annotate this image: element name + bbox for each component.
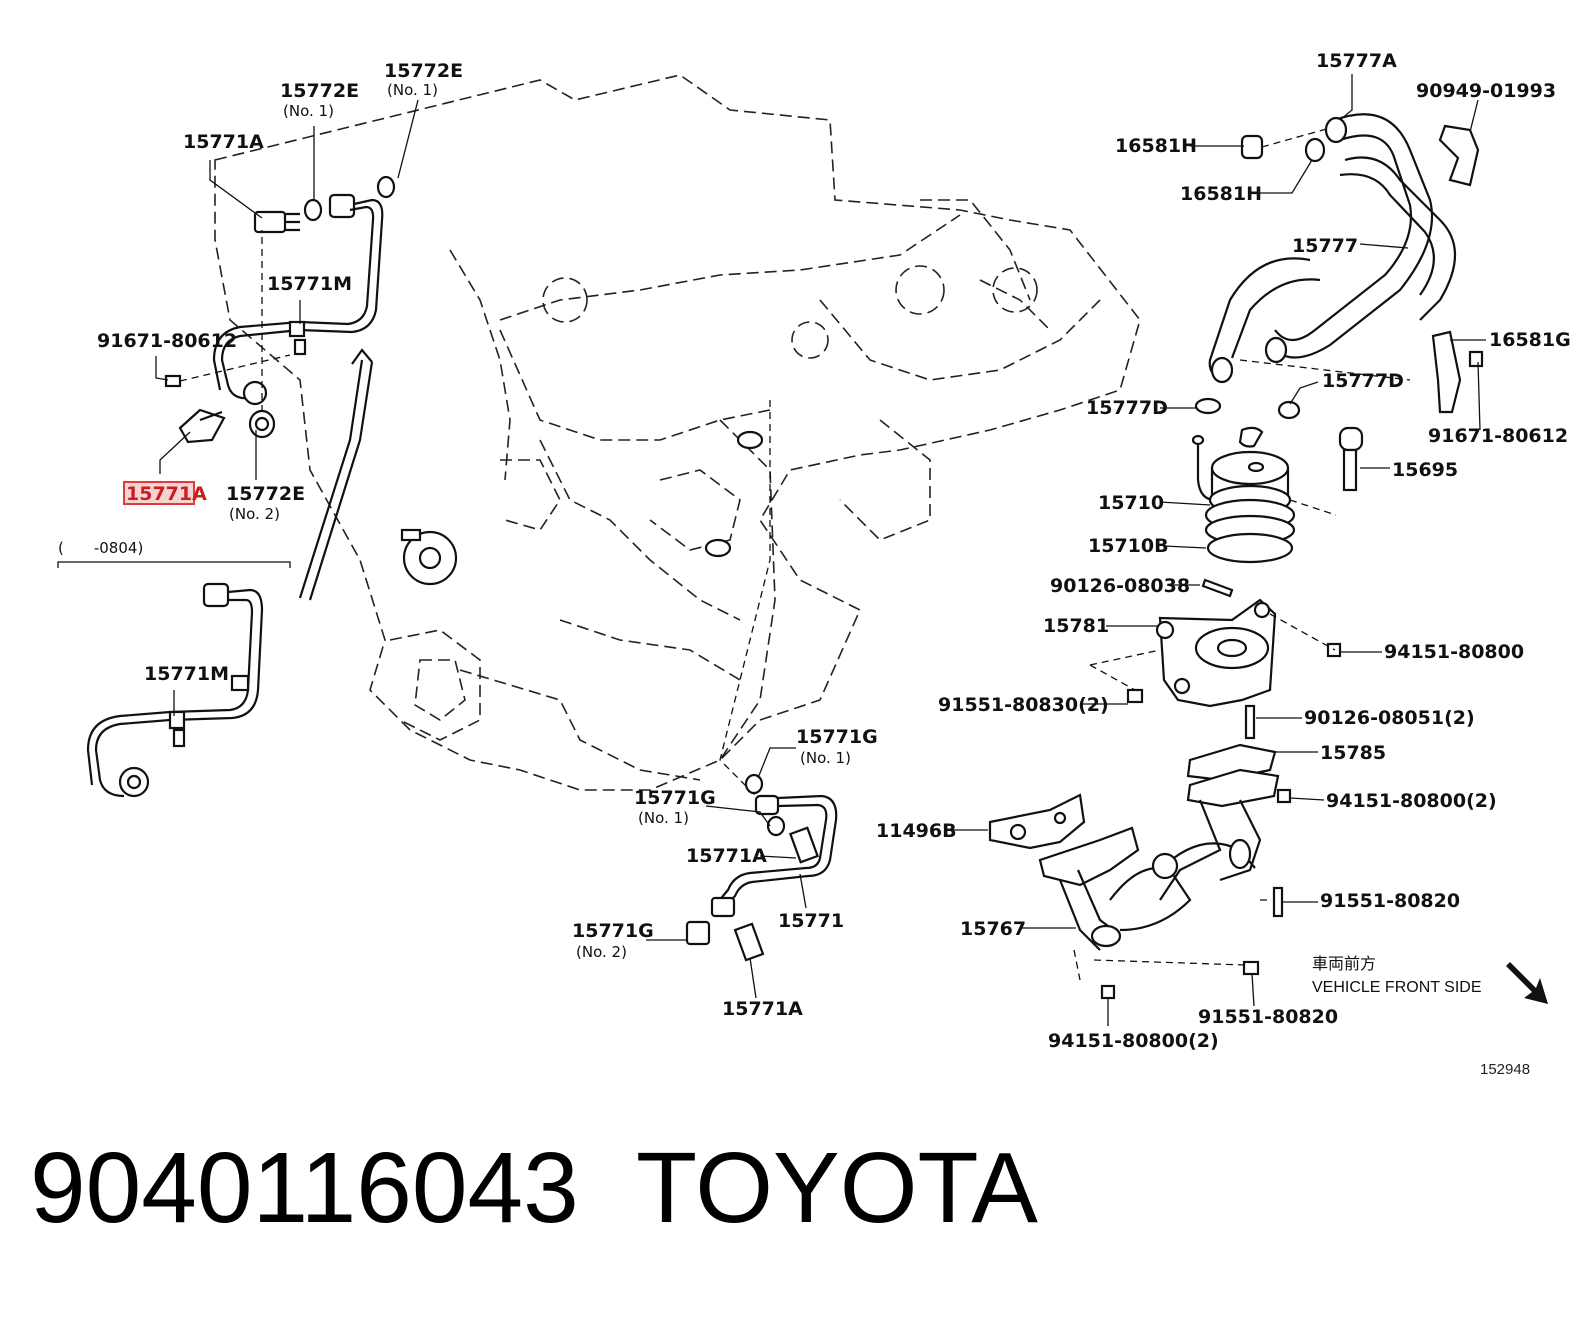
label-15771a-center: 15771A xyxy=(686,845,767,867)
label-15710: 15710 xyxy=(1098,492,1164,514)
oil-filter-assembly xyxy=(1089,426,1364,740)
label-direction-en: VEHICLE FRONT SIDE xyxy=(1312,979,1482,996)
label-15771g-no1-b-note: (No. 1) xyxy=(638,809,689,827)
part-labels: 15772E (No. 1) 15772E (No. 1) 15771A 157… xyxy=(58,50,1571,1078)
label-94151-80800: 94151-80800 xyxy=(1384,641,1524,663)
label-15771g-no1-a: 15771G xyxy=(796,726,878,748)
label-15777d-b: 15777D xyxy=(1086,397,1168,419)
label-direction-jp: 車両前方 xyxy=(1312,955,1376,973)
label-15771g-no2-note: (No. 2) xyxy=(576,943,627,961)
label-15772e-no2: 15772E xyxy=(226,483,305,505)
diagram-reference-number: 152948 xyxy=(1480,1061,1530,1078)
label-15772e-no1-b: 15772E xyxy=(384,60,463,82)
label-94151-80800-2-b: 94151-80800(2) xyxy=(1048,1030,1219,1052)
label-15772e-no1-b-note: (No. 1) xyxy=(387,81,438,99)
label-15781: 15781 xyxy=(1043,615,1109,637)
label-15767: 15767 xyxy=(960,918,1026,940)
label-15771g-no1-b: 15771G xyxy=(634,787,716,809)
label-16581g: 16581G xyxy=(1489,329,1571,351)
label-15777d-a: 15777D xyxy=(1322,370,1404,392)
label-94151-80800-2-a: 94151-80800(2) xyxy=(1326,790,1497,812)
label-15771a-highlighted[interactable]: 15771A xyxy=(126,483,207,505)
label-90949-01993: 90949-01993 xyxy=(1416,80,1556,102)
label-15772e-no1-a: 15772E xyxy=(280,80,359,102)
caption-brand: TOYOTA xyxy=(636,1132,1038,1244)
front-direction-arrow-icon xyxy=(1506,962,1548,1004)
leader-lines xyxy=(155,74,1486,1026)
center-pipe-assembly xyxy=(685,400,838,962)
flow-arrow-icon xyxy=(298,348,374,601)
label-15785: 15785 xyxy=(1320,742,1386,764)
label-16581h-b: 16581H xyxy=(1180,183,1262,205)
label-91671-80612-right: 91671-80612 xyxy=(1428,425,1568,447)
upper-left-pipe-assembly xyxy=(164,175,396,444)
water-pipe-assembly xyxy=(988,743,1292,1000)
label-91551-80830: 91551-80830(2) xyxy=(938,694,1109,716)
label-15772e-no1-a-note: (No. 1) xyxy=(283,102,334,120)
label-15772e-no2-note: (No. 2) xyxy=(229,505,280,523)
label-11496b: 11496B xyxy=(876,820,957,842)
label-15777: 15777 xyxy=(1292,235,1358,257)
highlight-box xyxy=(123,481,195,505)
label-15771g-no1-a-note: (No. 1) xyxy=(800,749,851,767)
hose-assembly xyxy=(1194,113,1484,420)
label-91551-80820-b: 91551-80820 xyxy=(1198,1006,1338,1028)
label-15695: 15695 xyxy=(1392,459,1458,481)
label-91671-80612-left: 91671-80612 xyxy=(97,330,237,352)
label-15710b: 15710B xyxy=(1088,535,1169,557)
lower-left-pipe-assembly xyxy=(57,561,291,798)
caption-part-number: 9040116043 xyxy=(30,1132,579,1244)
label-91551-80820-a: 91551-80820 xyxy=(1320,890,1460,912)
caption: 9040116043 TOYOTA xyxy=(30,1132,1038,1244)
label-15777a: 15777A xyxy=(1316,50,1397,72)
label-15771a-bottom: 15771A xyxy=(722,998,803,1020)
label-15771g-no2: 15771G xyxy=(572,920,654,942)
label-15771: 15771 xyxy=(778,910,844,932)
label-90126-08051: 90126-08051(2) xyxy=(1304,707,1475,729)
label-15771m-top: 15771M xyxy=(267,273,352,295)
label-16581h-a: 16581H xyxy=(1115,135,1197,157)
engine-outline xyxy=(214,74,1141,791)
label-15771m-bottom: 15771M xyxy=(144,663,229,685)
label-90126-08038: 90126-08038 xyxy=(1050,575,1190,597)
label-15771a-top: 15771A xyxy=(183,131,264,153)
label-date-range: ( -0804) xyxy=(58,539,143,557)
